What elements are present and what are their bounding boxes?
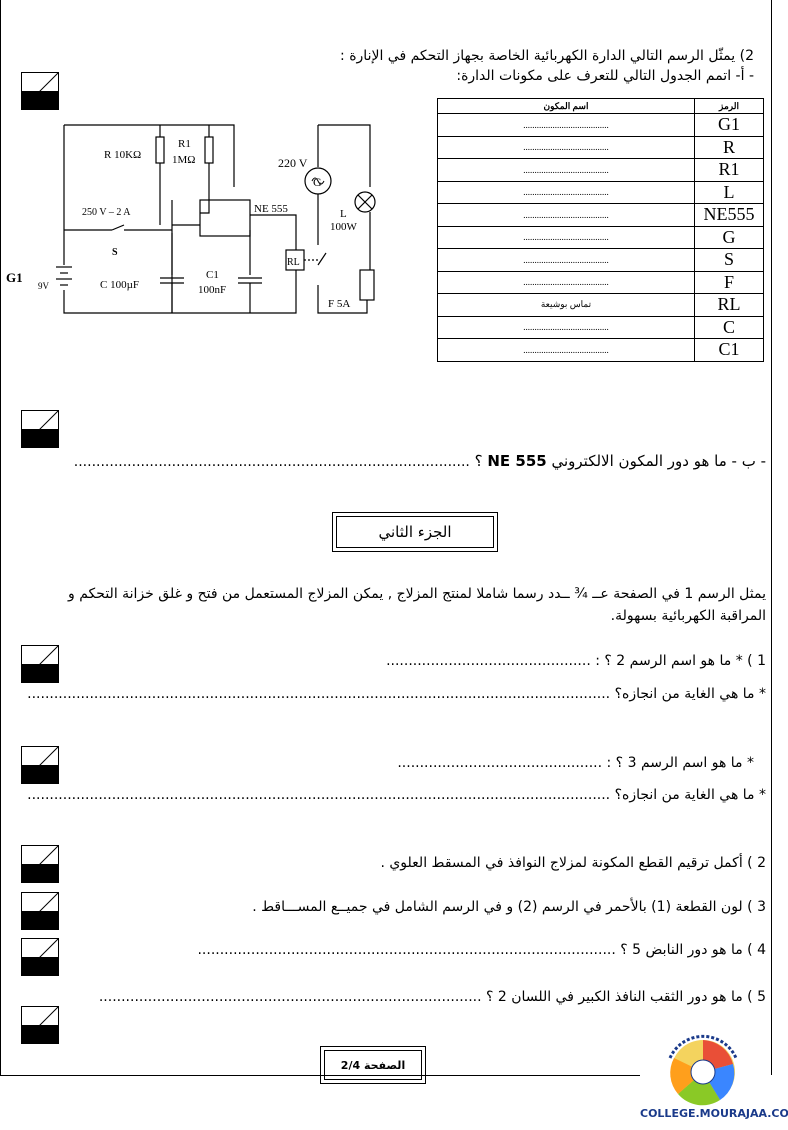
question-2-title: 2) يمثّل الرسم التالي الدارة الكهربائية … <box>340 48 754 64</box>
lamp-power: 100W <box>330 221 358 233</box>
capacitor-c1-label: C1 <box>206 269 219 281</box>
score-box <box>21 410 59 448</box>
table-row: ......................................NE… <box>437 203 764 227</box>
intro-line-2: المراقبة الكهربائية بسهولة. <box>610 608 766 624</box>
page-number: الصفحة 2/4 <box>324 1050 422 1080</box>
score-box <box>21 892 59 930</box>
answer-line[interactable]: ........................................… <box>73 454 470 470</box>
page-number-box: الصفحة 2/4 <box>320 1046 426 1084</box>
table-row: ......................................R <box>437 135 764 159</box>
question-1b: * ما هي الغاية من انجازه؟ ..............… <box>27 686 766 702</box>
score-box <box>21 645 59 683</box>
relay-label: RL <box>287 257 300 268</box>
table-header-name: اسم المكون <box>437 98 695 114</box>
score-box <box>21 72 59 110</box>
table-row: ......................................L <box>437 180 764 204</box>
table-row: ......................................S <box>437 248 764 272</box>
table-row: ......................................F <box>437 270 764 294</box>
page-frame-left <box>0 0 1 1075</box>
table-row: ......................................G1 <box>437 113 764 137</box>
components-table: اسم المكون الرمز .......................… <box>437 98 764 362</box>
ic-label: NE 555 <box>254 203 288 215</box>
question-2a-text: - أ- اتمم الجدول التالي للتعرف على مكونا… <box>456 68 754 84</box>
table-header-symbol: الرمز <box>694 98 764 114</box>
resistor-r1-value: 1MΩ <box>172 154 195 166</box>
question-5: 5 ) ما هو دور الثقب النافذ الكبير في الل… <box>98 989 766 1005</box>
answer-line[interactable]: ........................................… <box>98 989 482 1005</box>
table-row: ......................................R1 <box>437 158 764 182</box>
capacitor-c-label: C 100µF <box>100 279 139 291</box>
source-voltage: 220 V <box>278 156 308 170</box>
score-box <box>21 938 59 976</box>
answer-line[interactable]: ........................................… <box>27 686 611 702</box>
site-url[interactable]: COLLEGE.MOURAJAA.COM <box>640 1107 788 1120</box>
page-frame-right <box>771 0 772 1075</box>
score-box <box>21 845 59 883</box>
question-4: 4 ) ما هو دور النابض 5 ؟ ...............… <box>197 942 766 958</box>
question-2: 2 ) أكمل ترقيم القطع المكونة لمزلاج النو… <box>380 855 766 871</box>
question-1c: * ما هو اسم الرسم 3 ؟ : ................… <box>397 755 754 771</box>
switch-rating: 250 V – 2 A <box>82 207 131 218</box>
lamp-label: L <box>340 208 347 220</box>
part-2-title: الجزء الثاني <box>336 516 494 548</box>
question-1a: 1 ) * ما هو اسم الرسم 2 ؟ : ............… <box>386 653 766 669</box>
table-row: ......................................C1 <box>437 338 764 362</box>
fuse-label: F 5A <box>328 298 350 310</box>
resistor-r1-label: R1 <box>178 138 191 150</box>
battery-voltage: 9V <box>38 281 50 291</box>
switch-label: S <box>112 247 118 258</box>
answer-line[interactable]: ........................................… <box>197 942 616 958</box>
part-2-title-box: الجزء الثاني <box>332 512 498 552</box>
resistor-r-label: R 10KΩ <box>104 149 141 161</box>
table-row: ......................................C <box>437 315 764 339</box>
answer-line[interactable]: ........................................… <box>27 787 611 803</box>
circuit-diagram: R 10KΩ R1 1MΩ NE 555 250 V – 2 A S G1 9V… <box>6 124 376 314</box>
generator-label: G <box>313 175 322 189</box>
answer-line[interactable]: ........................................… <box>386 653 591 669</box>
score-box <box>21 746 59 784</box>
capacitor-c1-value: 100nF <box>198 284 226 296</box>
question-3: 3 ) لون القطعة (1) بالأحمر في الرسم (2) … <box>252 899 766 915</box>
intro-line-1: يمثل الرسم 1 في الصفحة عــ ¾ ــدد رسما ش… <box>68 586 766 602</box>
question-1d: * ما هي الغاية من انجازه؟ ..............… <box>27 787 766 803</box>
table-row: ......................................G <box>437 225 764 249</box>
site-logo <box>668 1034 738 1106</box>
battery-label: G1 <box>6 270 23 285</box>
answer-line[interactable]: ........................................… <box>397 755 603 771</box>
score-box <box>21 1006 59 1044</box>
question-2b: - ب - ما هو دور المكون الالكتروني NE 555… <box>73 452 766 470</box>
